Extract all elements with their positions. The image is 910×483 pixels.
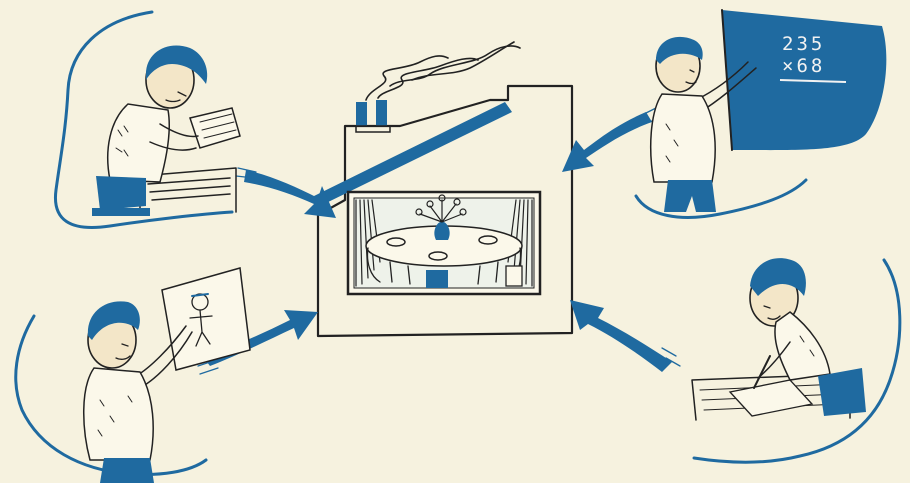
arrow-from-writing-boy <box>570 300 680 372</box>
arrow-from-chalkboard-boy <box>562 108 660 172</box>
chalk-line-2: ×68 <box>782 55 825 77</box>
book-icon <box>190 108 240 148</box>
chalkboard-boy-scene: 235 ×68 <box>636 10 886 217</box>
chalkboard-icon: 235 ×68 <box>722 10 886 150</box>
roof-stripe <box>312 102 512 206</box>
swirl-outline-2 <box>636 180 806 217</box>
smoke-icon <box>366 42 520 100</box>
arrow-from-reading-boy <box>236 168 336 218</box>
chalk-line-1: 235 <box>782 33 825 55</box>
chimney-icon <box>356 100 390 132</box>
drawing-boy-scene <box>16 268 250 483</box>
central-house <box>312 42 572 336</box>
reading-boy-scene <box>55 12 240 228</box>
writing-boy-scene <box>692 258 900 462</box>
